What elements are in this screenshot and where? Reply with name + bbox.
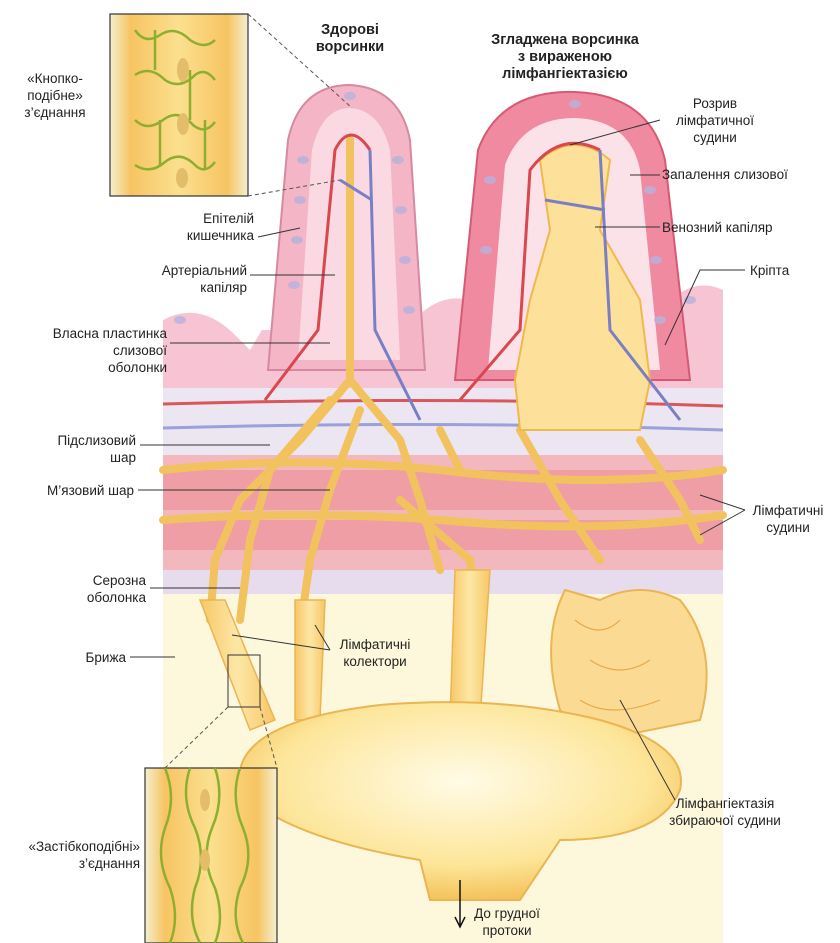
- to-thoracic-duct-label: До грудної протоки: [462, 905, 552, 939]
- muscle-layer-label: М’язовий шар: [10, 482, 134, 499]
- lymph-vessels-label: Лімфатичні судини: [740, 502, 836, 536]
- flattened-villus-title: Згладжена ворсинка з вираженою лімфангіе…: [470, 32, 660, 83]
- collectors-label: Лімфатичні колектори: [325, 636, 425, 670]
- epithelium-label: Епітелій кишечника: [160, 210, 254, 244]
- button-junction-inset: [110, 14, 248, 196]
- zipper-junction-label: «Застібкоподібні» з’єднання: [2, 838, 140, 872]
- mesentery-label: Брижа: [40, 649, 126, 666]
- submucosa-label: Підслизовий шар: [30, 432, 136, 466]
- inflammation-label: Запалення слизової: [662, 166, 832, 183]
- lamina-propria-label: Власна пластинка слизової оболонки: [5, 325, 167, 376]
- venous-capillary-label: Венозний капіляр: [662, 219, 832, 236]
- zipper-junction-inset: [145, 768, 277, 943]
- rupture-label: Розрив лімфатичної судини: [660, 95, 770, 146]
- serosa-label: Серозна оболонка: [40, 572, 146, 606]
- arterial-capillary-label: Артеріальний капіляр: [140, 262, 247, 296]
- crypt-label: Кріпта: [750, 262, 830, 279]
- healthy-villi-title: Здорові ворсинки: [300, 22, 400, 56]
- button-junction-label: «Кнопко- подібне» з’єднання: [10, 70, 100, 121]
- ectasia-label: Лімфангіектазія збираючої судини: [655, 795, 795, 829]
